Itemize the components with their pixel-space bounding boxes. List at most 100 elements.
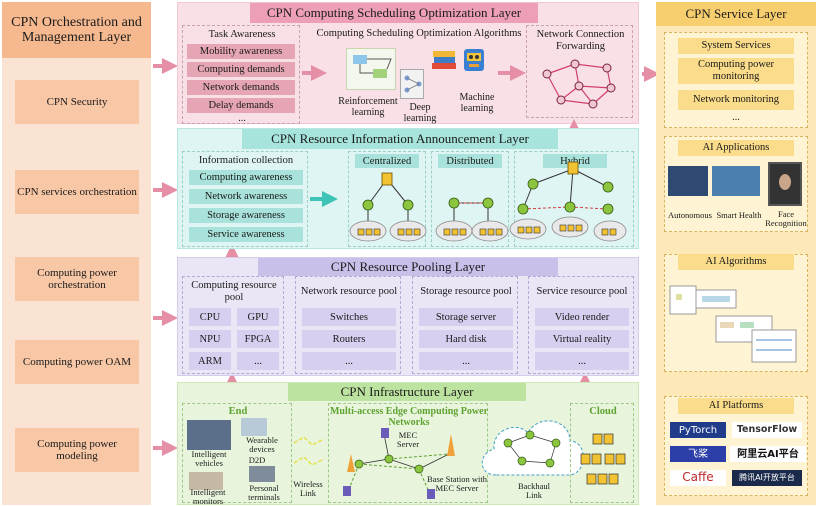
mode-distributed: Distributed <box>438 154 502 168</box>
cloud-servers-icon <box>580 433 626 485</box>
svc-item-more: ... <box>732 111 740 123</box>
tensorflow-logo: TensorFlow <box>732 422 802 438</box>
mode-centralized: Centralized <box>355 154 419 168</box>
deep-learning-icon <box>400 69 424 99</box>
backhaul-link-label: Backhaul Link <box>517 481 551 500</box>
pool-network-switches: Switches <box>302 308 396 326</box>
ai-platforms-title: AI Platforms <box>678 398 794 414</box>
mec-title: Multi-access Edge Computing Power Networ… <box>329 406 489 428</box>
scheduling-layer: CPN Computing Scheduling Optimization La… <box>177 2 639 124</box>
scheduling-title: CPN Computing Scheduling Optimization La… <box>250 3 538 23</box>
pool-computing-arm: ARM <box>189 352 231 370</box>
mgmt-item-security: CPN Security <box>15 80 139 124</box>
caffe-logo: Caffe <box>670 470 726 486</box>
autonomous-photo-icon <box>668 166 708 196</box>
mode-distributed-box: Distributed <box>431 151 509 247</box>
pool-network-more: ... <box>302 352 396 370</box>
mec-label-base-station: Base Station with MEC Server <box>427 474 487 493</box>
backhaul-cloud <box>481 420 584 476</box>
books-icon <box>431 49 457 71</box>
face-recognition-photo-icon <box>768 162 802 206</box>
info-collection-box: Information collection Computing awarene… <box>182 151 308 247</box>
management-title: CPN Orchestration and Management Layer <box>2 2 151 58</box>
info-item-network: Network awareness <box>189 189 303 204</box>
end-label-terminals: Personal terminals <box>248 483 280 502</box>
pool-storage-server: Storage server <box>419 308 513 326</box>
monitor-photo-icon <box>189 472 223 490</box>
mec-box: Multi-access Edge Computing Power Networ… <box>328 403 488 503</box>
mec-network-graphic <box>343 428 455 499</box>
tencent-ai-logo: 腾讯AI开放平台 <box>732 470 802 486</box>
algo-machine: Machine learning <box>459 92 495 114</box>
mode-hybrid: Hybrid <box>543 154 607 168</box>
mode-hybrid-box: Hybrid <box>514 151 634 247</box>
robot-icon <box>462 47 486 73</box>
task-item-computing: Computing demands <box>187 62 295 77</box>
app-label-smart-health: Smart Health <box>716 209 762 220</box>
mec-label-server: MEC Server <box>396 430 420 449</box>
algo-reinforcement: Reinforcement learning <box>338 96 398 118</box>
pool-title: CPN Resource Pooling Layer <box>258 258 558 276</box>
forwarding-title: Network Connection Forwarding <box>536 29 625 52</box>
smart-health-photo-icon <box>712 166 760 196</box>
network-topology-icon <box>542 59 616 109</box>
end-box: End Intelligent vehicles Wearable device… <box>182 403 292 505</box>
ai-applications-title: AI Applications <box>678 140 794 156</box>
pool-service-video: Video render <box>535 308 629 326</box>
pool-computing-gpu: GPU <box>237 308 279 326</box>
ai-algorithms-diagrams <box>669 285 797 363</box>
pool-computing-cpu: CPU <box>189 308 231 326</box>
task-item-delay: Delay demands <box>187 98 295 113</box>
pool-computing-more: ... <box>237 352 279 370</box>
pool-network-box: Network resource pool Switches Routers .… <box>295 276 401 374</box>
resource-pooling-layer: CPN Resource Pooling Layer Computing res… <box>177 257 639 376</box>
pool-service-vr: Virtual reality <box>535 330 629 348</box>
info-item-storage: Storage awareness <box>189 208 303 223</box>
forwarding-box: Network Connection Forwarding <box>526 25 633 118</box>
service-title: CPN Service Layer <box>656 2 816 26</box>
pytorch-logo: PyTorch <box>670 422 726 438</box>
info-item-computing: Computing awareness <box>189 170 303 185</box>
mgmt-item-power-orchestration: Computing power orchestration <box>15 257 139 301</box>
pool-storage-title: Storage resource pool <box>420 286 512 298</box>
pool-computing-box: Computing resource pool CPU GPU NPU FPGA… <box>182 276 284 374</box>
info-item-service: Service awareness <box>189 227 303 242</box>
end-title: End <box>228 406 248 418</box>
pool-network-title: Network resource pool <box>300 286 398 298</box>
terminal-photo-icon <box>249 466 275 482</box>
mode-centralized-box: Centralized <box>348 151 426 247</box>
algo-deep: Deep learning <box>403 102 437 124</box>
infrastructure-layer: CPN Infrastructure Layer End Intelligent… <box>177 382 639 505</box>
ai-algorithms-title: AI Algorithms <box>678 254 794 270</box>
cloud-title: Cloud <box>589 406 617 418</box>
pool-storage-more: ... <box>419 352 513 370</box>
pool-storage-disk: Hard disk <box>419 330 513 348</box>
pool-service-box: Service resource pool Video render Virtu… <box>528 276 634 374</box>
info-announcement-layer: CPN Resource Information Announcement La… <box>177 128 639 249</box>
task-item-network: Network demands <box>187 80 295 95</box>
pool-service-more: ... <box>535 352 629 370</box>
wearable-photo-icon <box>241 418 267 436</box>
info-collection-title: Information collection <box>198 155 294 167</box>
app-label-face: Face Recognition <box>765 209 807 228</box>
svc-item-power-monitoring: Computing power monitoring <box>678 58 794 84</box>
pool-computing-fpga: FPGA <box>237 330 279 348</box>
system-services-title: System Services <box>678 38 794 54</box>
svc-item-network-monitoring: Network monitoring <box>678 90 794 110</box>
paddle-logo: 飞桨 <box>670 446 726 462</box>
end-label-d2d: D2D <box>248 454 266 465</box>
reinforcement-learning-icon <box>346 48 396 90</box>
pool-storage-box: Storage resource pool Storage server Har… <box>412 276 518 374</box>
mgmt-item-modeling: Computing power modeling <box>15 428 139 472</box>
mgmt-item-services-orchestration: CPN services orchestration <box>15 170 139 214</box>
end-label-wearables: Wearable devices <box>246 435 278 454</box>
task-item-mobility: Mobility awareness <box>187 44 295 59</box>
task-awareness-box: Task Awareness Mobility awareness Comput… <box>182 25 300 124</box>
task-awareness-title: Task Awareness <box>208 29 276 41</box>
pool-network-routers: Routers <box>302 330 396 348</box>
cloud-box: Cloud <box>570 403 634 503</box>
vehicle-photo-icon <box>187 420 231 450</box>
infra-title: CPN Infrastructure Layer <box>288 383 526 401</box>
pool-computing-title: Computing resource pool <box>191 280 277 303</box>
app-label-autonomous: Autonomous <box>668 209 712 220</box>
